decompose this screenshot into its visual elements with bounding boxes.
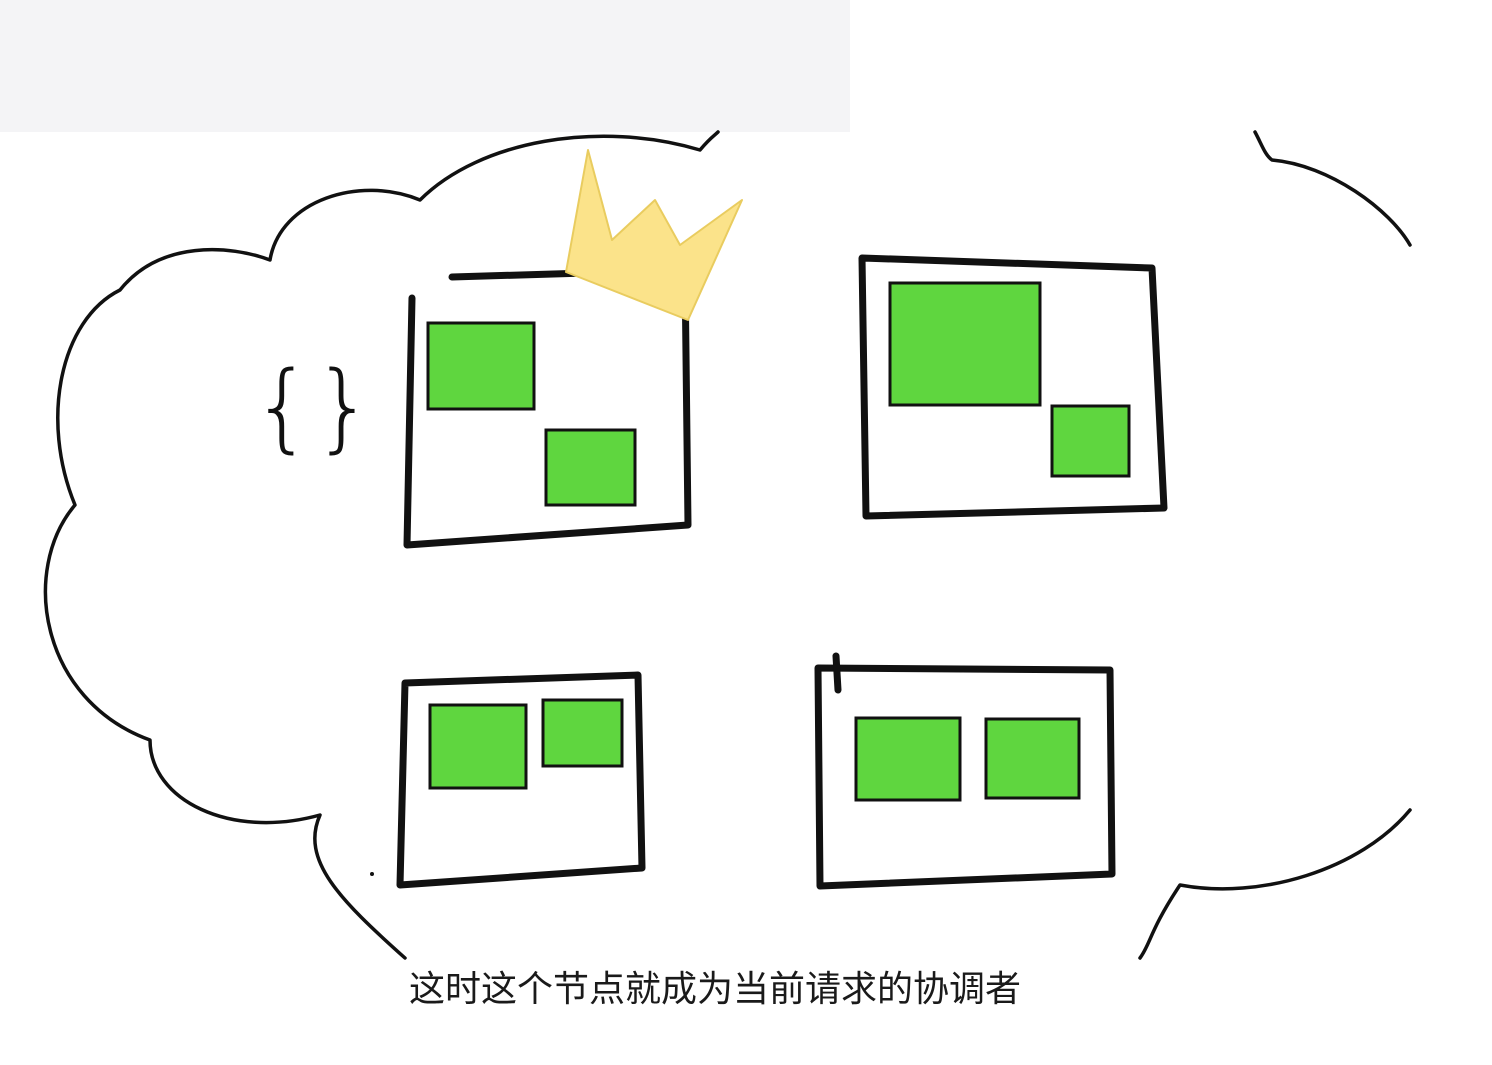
node-top-right [858, 254, 1168, 520]
subtitle-caption: 这时这个节点就成为当前请求的协调者 [408, 969, 1021, 1010]
request-braces-icon: {} [252, 351, 374, 463]
shard-primary [426, 321, 536, 411]
node-top-left [403, 266, 692, 549]
top-strip [0, 0, 850, 132]
node-bottom-left [396, 671, 646, 889]
cluster-cloud [43, 130, 1412, 960]
shard-replica [544, 428, 637, 507]
crown-icon [565, 149, 743, 321]
shard-replica [984, 717, 1081, 800]
stray-dot [370, 872, 374, 876]
shard-primary [428, 703, 528, 790]
node-bottom-right [814, 652, 1116, 890]
shard-primary [854, 716, 962, 802]
shard-primary [888, 281, 1042, 407]
shard-replica [1050, 404, 1131, 478]
shard-replica [541, 698, 624, 768]
